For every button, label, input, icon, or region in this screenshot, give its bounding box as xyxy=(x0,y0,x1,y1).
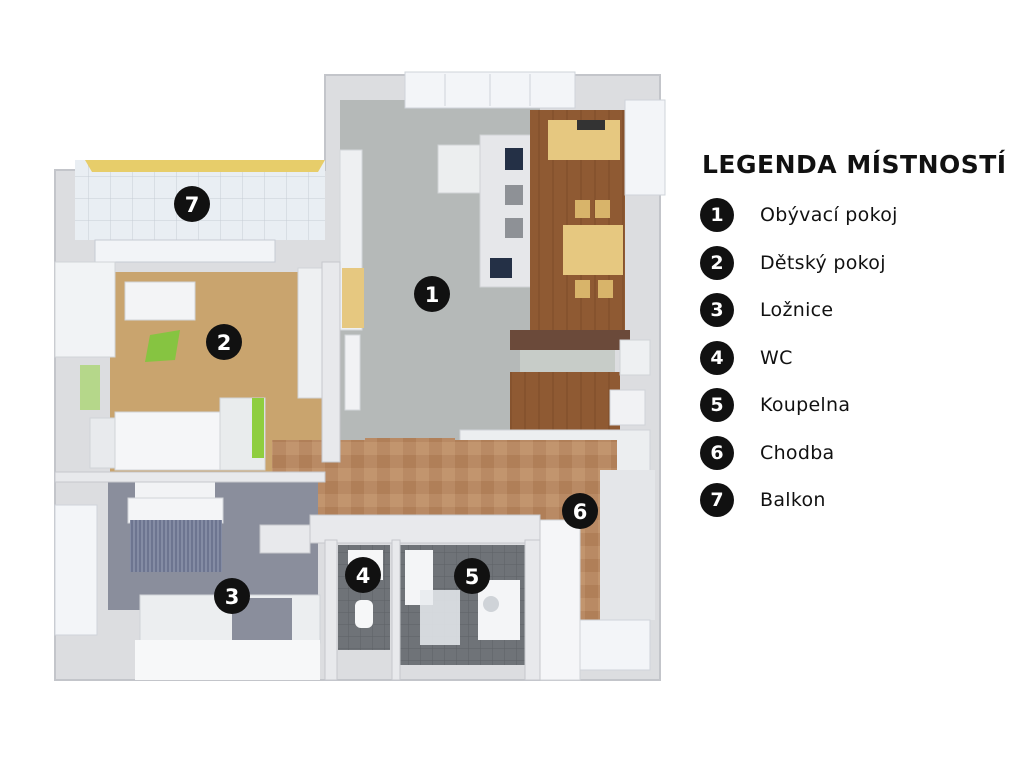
legend-number: 5 xyxy=(700,388,734,422)
svg-text:5: 5 xyxy=(465,565,480,589)
legend-number: 3 xyxy=(700,293,734,327)
legend-item-5: 5 Koupelna xyxy=(700,388,1010,422)
svg-text:7: 7 xyxy=(185,193,200,217)
room-legend: LEGENDA MÍSTNOSTÍ 1 Obývací pokoj 2 Děts… xyxy=(700,150,1010,532)
room-kids xyxy=(54,261,323,472)
marker-6: 6 xyxy=(562,493,598,529)
marker-4: 4 xyxy=(345,557,381,593)
svg-text:1: 1 xyxy=(425,283,440,307)
svg-text:2: 2 xyxy=(217,331,232,355)
floor-plan: 1 2 3 4 5 6 7 xyxy=(54,71,666,681)
legend-item-1: 1 Obývací pokoj xyxy=(700,198,1010,232)
legend-item-2: 2 Dětský pokoj xyxy=(700,245,1010,280)
legend-label: WC xyxy=(760,346,793,369)
legend-number: 1 xyxy=(700,198,734,232)
legend-item-4: 4 WC xyxy=(700,340,1010,375)
legend-number: 6 xyxy=(700,435,734,470)
legend-label: Balkon xyxy=(760,489,826,511)
legend-label: Koupelna xyxy=(760,394,851,416)
legend-title: LEGENDA MÍSTNOSTÍ xyxy=(702,150,1007,179)
legend-item-7: 7 Balkon xyxy=(700,483,1010,517)
room-living xyxy=(339,71,576,445)
marker-3: 3 xyxy=(214,578,250,614)
legend-item-6: 6 Chodba xyxy=(700,435,1010,470)
legend-label: Dětský pokoj xyxy=(760,251,886,274)
marker-7: 7 xyxy=(174,186,210,222)
inner-walls xyxy=(54,261,541,681)
legend-number: 7 xyxy=(700,483,734,517)
legend-label: Chodba xyxy=(760,441,835,464)
room-bedroom xyxy=(54,480,321,680)
marker-2: 2 xyxy=(206,324,242,360)
svg-text:4: 4 xyxy=(356,564,371,588)
svg-text:3: 3 xyxy=(225,585,240,609)
legend-number: 4 xyxy=(700,340,734,375)
marker-5: 5 xyxy=(454,558,490,594)
legend-item-3: 3 Ložnice xyxy=(700,293,1010,327)
svg-text:6: 6 xyxy=(573,500,588,524)
marker-1: 1 xyxy=(414,276,450,312)
legend-label: Ložnice xyxy=(760,299,834,321)
legend-label: Obývací pokoj xyxy=(760,204,898,226)
legend-number: 2 xyxy=(700,245,734,280)
